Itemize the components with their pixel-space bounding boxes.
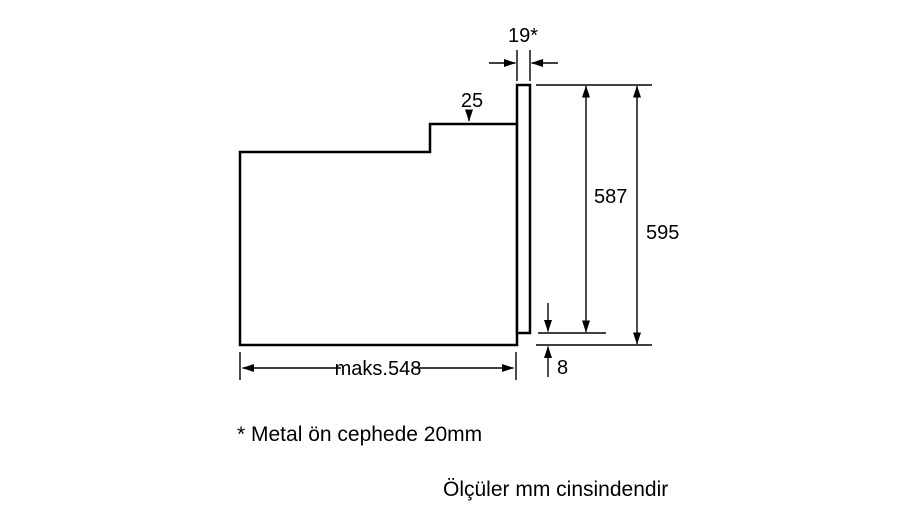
oven-body-outline xyxy=(238,122,519,347)
dimension-front-thickness: 19* xyxy=(489,25,558,81)
dim-total-height-label: 595 xyxy=(646,222,679,244)
dim-max-depth-label: maks.548 xyxy=(335,358,422,380)
dim-top-step-label: 25 xyxy=(461,90,483,112)
dimension-case-height: 587 xyxy=(538,85,627,334)
dimension-total-height: 595 xyxy=(536,85,679,346)
dim-case-height-label: 587 xyxy=(594,186,627,208)
dimension-top-step: 25 xyxy=(461,90,483,122)
footnote-text: * Metal ön cephede 20mm xyxy=(237,423,482,446)
units-note-text: Ölçüler mm cinsindendir xyxy=(443,478,668,501)
dim-bottom-gap-label: 8 xyxy=(557,357,568,379)
dim-front-thickness-label: 19* xyxy=(508,25,538,47)
dimension-bottom-gap: 8 xyxy=(544,303,568,379)
oven-front-panel xyxy=(515,83,532,335)
dimension-max-depth: maks.548 xyxy=(239,352,517,380)
